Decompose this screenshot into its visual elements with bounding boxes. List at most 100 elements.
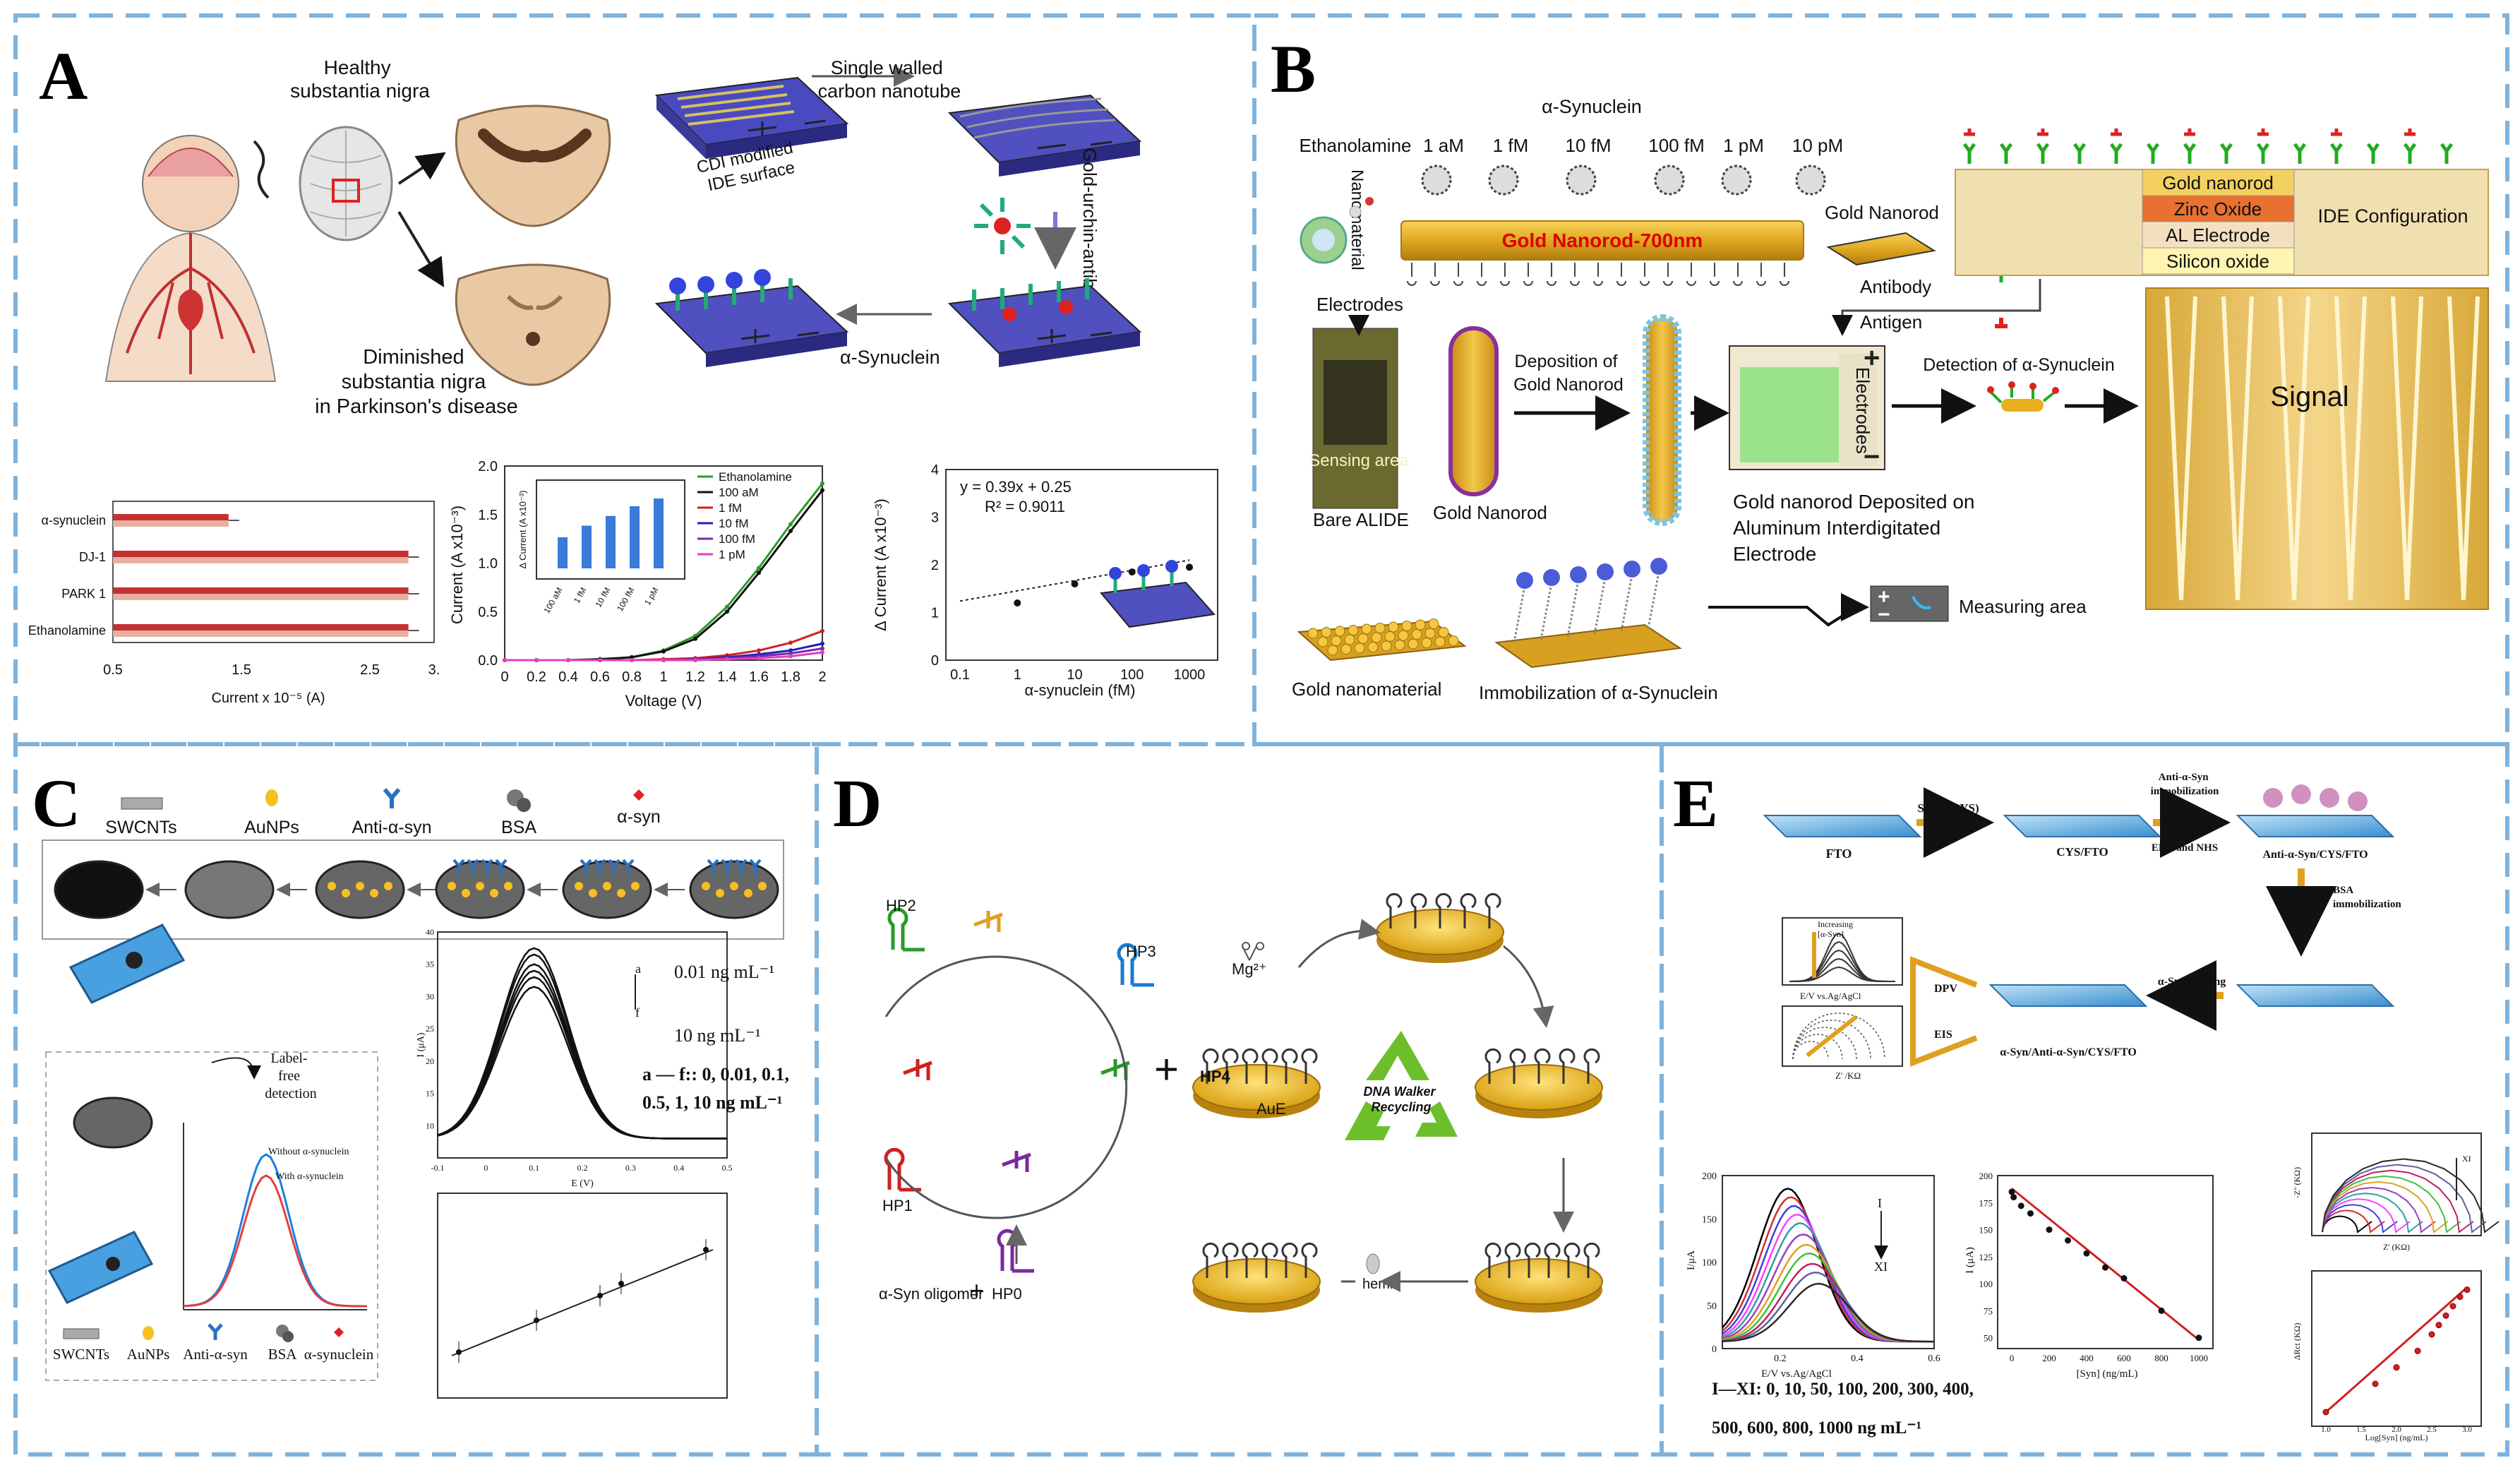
b-concentration: 1 pM [1723,135,1764,156]
iv-point [757,648,761,653]
c-dpv-curve [437,969,727,1140]
c-dpv-bottom: 10 ng mL⁻¹ [674,1025,761,1046]
iv-legend-label: Ethanolamine [719,470,792,484]
iv-xtick: 0 [500,669,508,685]
e-log-ylabel: ΔRct (KΩ) [2292,1323,2302,1361]
d-hp2: HP2 [886,897,916,914]
b-rod-label: Gold Nanorod-700nm [1502,229,1703,251]
b-battery-icon: + − [1870,585,1949,626]
c-aunp [589,889,597,897]
e-log-xlabel: Log[Syn] (ng/mL) [2365,1433,2428,1442]
a-bar-category: α-synuclein [42,513,106,527]
a-bar [113,624,409,631]
e-edc: EDC and NHS [2152,842,2218,854]
b-electrodes-label: Electrodes [1316,294,1403,315]
e-cal-point [2008,1188,2015,1195]
a-bar-light [113,631,409,637]
d-disk-hairpin [1583,1048,1600,1084]
iv-point [725,609,729,614]
b-protein-icon [1795,165,1826,196]
b-linker [1500,263,1510,286]
b-gold-nanorod: Gold Nanorod [1825,202,1939,223]
b-top-antibody [2072,143,2087,164]
e-mini-eis [1782,1005,1903,1067]
b-ide-config: IDE Configuration [2317,205,2468,227]
b-top-antibody [1962,143,1976,164]
c-dpv-ylabel: I (μA) [416,1032,426,1057]
e-log-xtick: 1.5 [2356,1426,2366,1434]
b-layer-label: Zinc Oxide [2174,198,2262,220]
e-mini-eis-xlabel: Z' /KΩ [1835,1070,1861,1081]
e-log-xtick: 2.0 [2392,1426,2401,1434]
panel-e-frame [1660,742,2509,1457]
cal-xtick: 100 [1120,667,1144,683]
b-tether [1540,582,1553,640]
c-electrode-ellipse [184,860,275,919]
a-iv-xlabel: Voltage (V) [625,692,702,710]
arrow-diminished [397,210,445,287]
c-aunp [744,889,752,897]
iv-point [630,655,634,659]
b-top-antigen [2404,129,2416,136]
c-dpv-ytick: 30 [426,991,434,1001]
d-disk-hairpin [1222,1242,1239,1278]
e-dpv-xi: XI [1874,1260,1888,1274]
d-hp4: HP4 [1200,1068,1231,1085]
cal-xtick: 10 [1067,667,1082,683]
a-bar [113,587,409,594]
b-top-antibody [2146,143,2160,164]
b-tether [1566,580,1580,638]
c-sequence-frame [42,839,784,940]
b-bound-protein [1597,563,1614,580]
b-linker [1547,263,1556,286]
b-linker [1710,263,1720,286]
iv-point [757,566,761,570]
a-bar [113,551,409,557]
d-disk-bottom-left [1192,1258,1321,1305]
cal-ytick: 3 [931,510,939,526]
b-nanoparticle [1428,619,1439,629]
iv-point [566,658,570,662]
inset-category: 100 aM [541,586,564,616]
cal-xtick: 1000 [1174,667,1206,683]
e-dpv-i: I [1878,1196,1882,1210]
b-bare-alide-photo: Sensing area [1309,328,1409,509]
b-ide-finger [2221,296,2254,601]
d-disk-hairpin [1281,1048,1298,1084]
c-aunp [758,882,767,890]
b-layer-label: AL Electrode [2166,225,2270,246]
panel-c-letter: C [32,765,80,841]
d-hemin-icon [1366,1253,1380,1274]
e-cal-xtick: 400 [2080,1353,2094,1363]
c-antibody [467,859,479,876]
b-top-antibody [2219,143,2233,164]
b-top-antigen [2184,129,2195,136]
c-antibody [594,859,606,876]
e-final-slab [1988,984,2148,1007]
b-nanoparticle [1327,645,1338,656]
iv-xtick: 0.4 [558,669,578,685]
e-nyq-ylabel: -Z'' (KΩ) [2292,1167,2302,1198]
d-disk-hairpin [1435,892,1452,928]
inset-bar [606,515,616,568]
b-ide-finger [2334,296,2367,601]
iv-point [820,646,824,651]
b-bound-protein [1624,561,1640,578]
iv-point [788,529,793,534]
e-mini-eis-arc [1792,1041,1829,1060]
b-top-antigen [1964,129,1975,136]
c-dpv-a: a [635,962,641,976]
c-lb-2: Anti-α-syn [183,1346,248,1363]
e-cal-ytick: 125 [1979,1252,1993,1262]
a-inset-ylabel: Δ Current (A x10⁻³) [517,491,528,569]
e-log-point [2322,1409,2329,1416]
d-hp0: HP0 [992,1285,1022,1303]
c-dpv-xtick: 0.1 [529,1163,539,1173]
iv-point [788,522,793,527]
b-layer-label: Silicon oxide [2166,251,2269,272]
e-anti-cys: Anti-α-Syn/CYS/FTO [2262,849,2368,861]
inset-bar [582,525,592,568]
